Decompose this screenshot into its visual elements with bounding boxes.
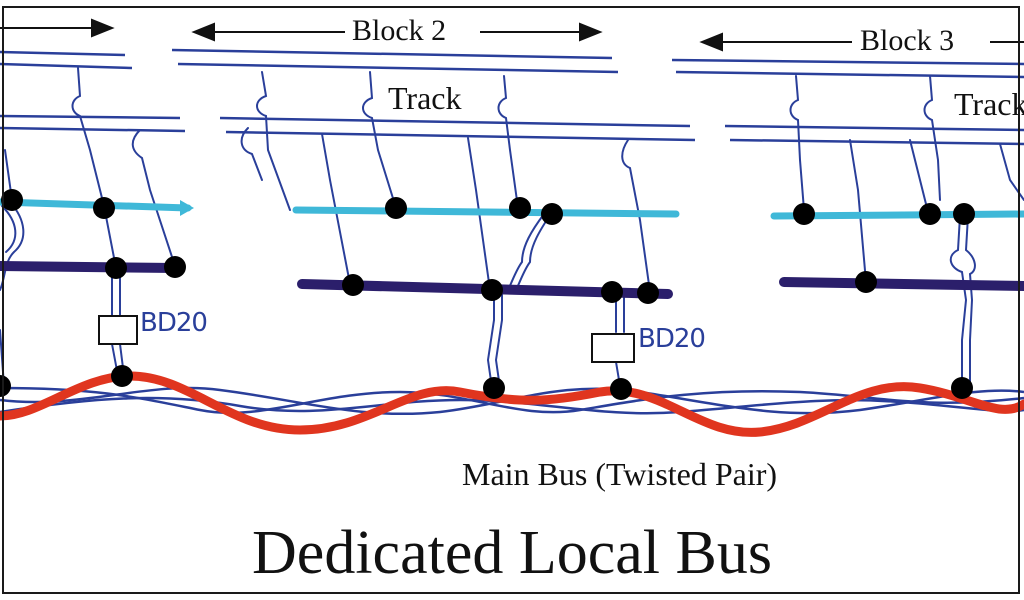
track-rails (0, 48, 1024, 146)
arrow-head-icon (91, 18, 115, 38)
junction-dot (0, 375, 11, 397)
junction-dot (793, 203, 815, 225)
junction-dot (541, 203, 563, 225)
junction-dot (111, 365, 133, 387)
bd20-box-left (98, 315, 138, 345)
main-bus-label: Main Bus (Twisted Pair) (462, 456, 778, 492)
junction-dot (93, 197, 115, 219)
diagram-title: Dedicated Local Bus (252, 519, 772, 587)
junction-dot (919, 203, 941, 225)
track-label-right: Track (954, 86, 1024, 122)
junction-dot (483, 377, 505, 399)
junction-dot (601, 281, 623, 303)
bd20-box-right (591, 333, 635, 363)
junction-dot (855, 271, 877, 293)
junction-dot (164, 256, 186, 278)
junction-dot (953, 203, 975, 225)
arrow-head-icon (579, 22, 603, 42)
arrow-head-icon (699, 32, 723, 52)
bd20-label-left: BD20 (140, 308, 208, 338)
bd20-label-right: BD20 (638, 324, 706, 354)
junction-dot (105, 257, 127, 279)
block-arrows (0, 18, 1024, 52)
arrow-head-icon (191, 22, 215, 42)
block2-label: Block 2 (348, 14, 451, 48)
junction-dot (637, 282, 659, 304)
junction-dot (509, 197, 531, 219)
junction-dot (481, 279, 503, 301)
drop-wires (0, 67, 1024, 389)
main-bus-red (0, 371, 1024, 437)
block3-label: Block 3 (856, 24, 959, 58)
junctions (0, 189, 975, 400)
junction-dot (610, 378, 632, 400)
junction-dot (385, 197, 407, 219)
junction-dot (951, 377, 973, 399)
track-label-left: Track (388, 80, 462, 116)
junction-dot (1, 189, 23, 211)
junction-dot (342, 274, 364, 296)
